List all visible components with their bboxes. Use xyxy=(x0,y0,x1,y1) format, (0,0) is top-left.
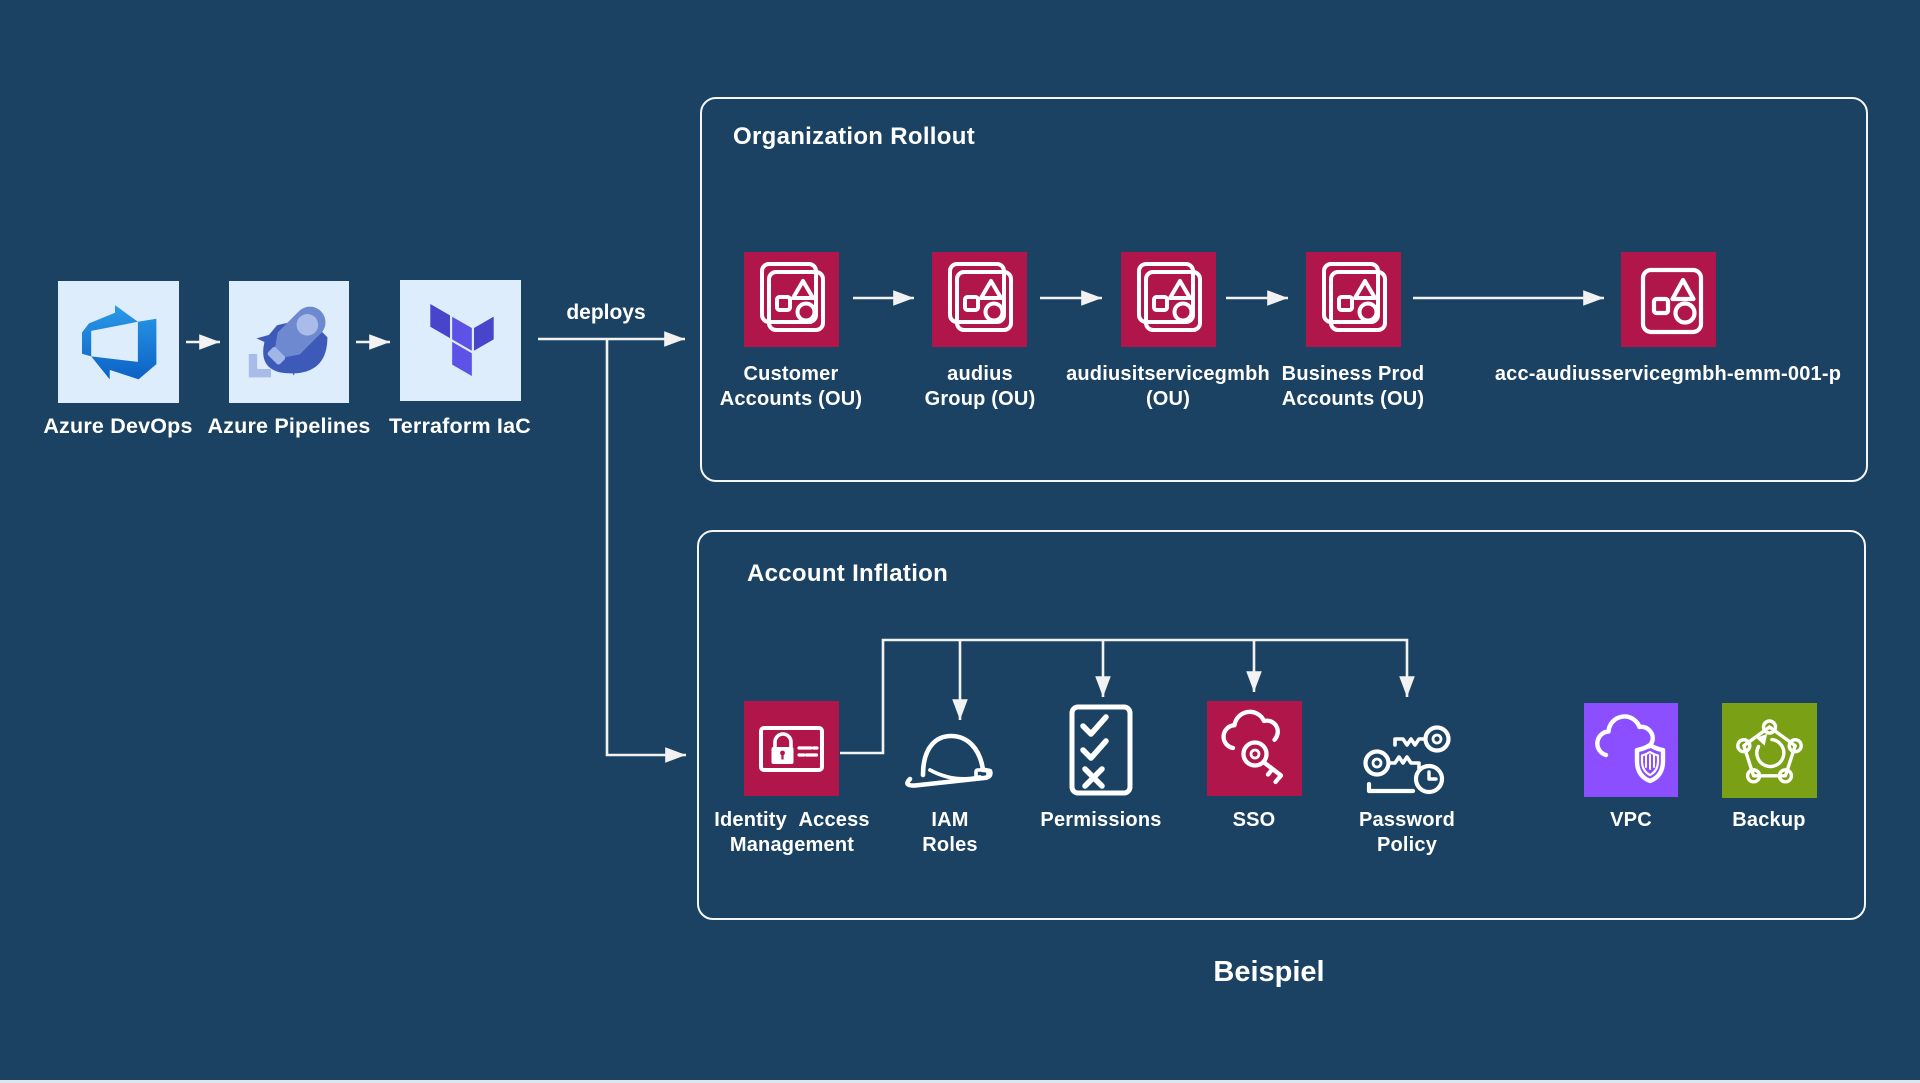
account-inflation-node-label: VPC xyxy=(1610,809,1652,831)
account-inflation-node-label: Permissions xyxy=(1040,809,1162,831)
sso-cloud-key-icon xyxy=(1207,701,1302,796)
aws-ou-icon xyxy=(1121,252,1216,347)
iam-roles-helmet-icon xyxy=(900,725,1000,797)
account-inflation-box xyxy=(697,530,1866,920)
account-inflation-node-label: Password Policy xyxy=(1358,809,1456,856)
backup-network-icon xyxy=(1722,703,1817,798)
aws-account-icon xyxy=(1621,252,1716,347)
permissions-checklist-icon xyxy=(1069,704,1133,796)
ou-node-label: audius Group (OU) xyxy=(924,363,1036,410)
account-inflation-node-label: IAM Roles xyxy=(922,809,978,856)
terraform-icon xyxy=(400,280,521,401)
pipeline-label: Terraform IaC xyxy=(389,414,531,438)
account-inflation-node-label: Backup xyxy=(1732,809,1806,831)
bottom-edge-divider xyxy=(0,1080,1920,1083)
identity-access-management-icon xyxy=(744,701,839,796)
account-inflation-node-label: SSO xyxy=(1232,809,1276,831)
ou-node-label: Business Prod Accounts (OU) xyxy=(1281,363,1425,410)
azure-devops-icon xyxy=(58,281,179,403)
organization-rollout-title: Organization Rollout xyxy=(733,123,975,150)
pipeline-label: Azure DevOps xyxy=(43,414,193,438)
caption-beispiel: Beispiel xyxy=(1213,956,1325,988)
ou-node-label: audiusitservicegmbh (OU) xyxy=(1066,363,1270,410)
organization-rollout-box xyxy=(700,97,1868,482)
account-inflation-title: Account Inflation xyxy=(747,560,949,587)
aws-ou-icon xyxy=(744,252,839,347)
password-policy-keys-icon xyxy=(1357,721,1457,796)
azure-pipelines-icon xyxy=(229,281,349,403)
ou-node-label: Customer Accounts (OU) xyxy=(719,363,863,410)
pipeline-label: Azure Pipelines xyxy=(207,414,371,438)
account-inflation-node-label: Identity Access Management xyxy=(714,809,870,856)
aws-ou-icon xyxy=(932,252,1027,347)
vpc-cloud-shield-icon xyxy=(1584,703,1678,797)
aws-ou-icon xyxy=(1306,252,1401,347)
account-node-label: acc-audiusservicegmbh-emm-001-p xyxy=(1494,363,1842,385)
deploys-label: deploys xyxy=(566,301,646,324)
